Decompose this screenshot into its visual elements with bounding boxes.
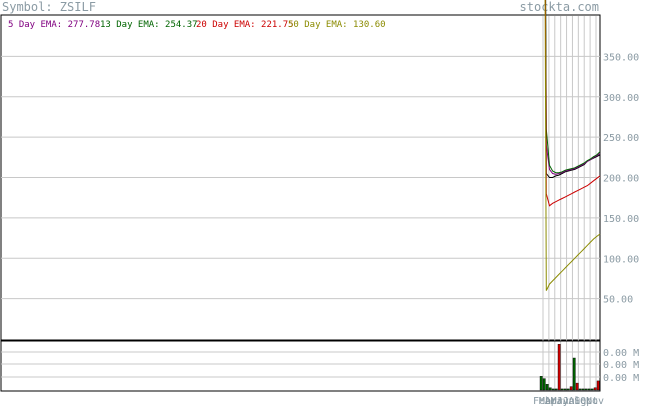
volume-bar — [557, 344, 561, 391]
x-tick-label: Sep — [574, 396, 592, 406]
price-tick-label: 300.00 — [603, 93, 639, 104]
volume-bar — [560, 388, 564, 391]
x-tick-label: Aug — [568, 396, 586, 406]
x-tick-label: Feb — [533, 396, 551, 406]
volume-bar — [587, 388, 591, 391]
volume-bars — [539, 344, 600, 391]
volume-bar — [578, 388, 582, 391]
volume-bar — [566, 388, 570, 391]
volume-bar — [551, 388, 555, 391]
series-line-50-day-ema — [544, 0, 601, 291]
price-grid — [1, 55, 600, 300]
volume-tick-label: 0.00 M — [603, 373, 639, 384]
volume-bar — [542, 378, 546, 391]
volume-bar — [584, 388, 588, 391]
x-tick-label: Jun — [557, 396, 575, 406]
volume-bar — [581, 388, 585, 391]
x-tick-label: Apr — [545, 396, 563, 406]
legend-ema-50: 50 Day EMA: 130.60 — [288, 20, 386, 30]
x-tick-label: Nov — [586, 396, 604, 406]
price-tick-label: 350.00 — [603, 52, 639, 63]
volume-bar — [575, 382, 579, 391]
x-tick-label: Mar — [539, 396, 557, 406]
symbol-title: Symbol: ZSILF — [2, 0, 96, 14]
volume-bar — [596, 380, 600, 391]
price-tick-label: 100.00 — [603, 254, 639, 265]
series-line-5-day-ema — [545, 0, 601, 175]
volume-bar — [569, 386, 573, 391]
volume-bar — [539, 376, 543, 391]
volume-tick-label: 0.00 M — [603, 348, 639, 359]
price-series — [544, 0, 601, 291]
volume-bar — [590, 388, 594, 391]
price-axis-ticks: 50.00 100.00 150.00 200.00 250.00 300.00 350.0… — [603, 52, 639, 305]
volume-bar — [554, 388, 558, 391]
price-tick-label: 200.00 — [603, 174, 639, 185]
price-tick-label: 250.00 — [603, 133, 639, 144]
price-tick-label: 150.00 — [603, 214, 639, 225]
legend-ema-20: 20 Day EMA: 221.75 — [196, 20, 294, 30]
volume-bar — [593, 387, 597, 391]
volume-bar — [545, 384, 549, 391]
volume-axis-ticks: 0.00 M0.00 M0.00 M — [603, 348, 639, 384]
x-tick-label: Oct — [580, 396, 598, 406]
volume-grid — [1, 351, 600, 378]
volume-bar — [548, 387, 552, 391]
volume-tick-label: 0.00 M — [603, 360, 639, 371]
series-line-13-day-ema — [545, 0, 601, 174]
brand-watermark[interactable]: stockta.com — [520, 0, 599, 14]
price-vertical-grid — [542, 16, 597, 391]
legend-ema-13: 13 Day EMA: 254.37 — [100, 20, 198, 30]
legend-ema-5: 5 Day EMA: 277.78 — [8, 20, 100, 30]
volume-bar — [563, 388, 567, 391]
volume-panel-frame — [0, 340, 601, 392]
x-tick-label: May — [551, 396, 569, 406]
price-tick-label: 50.00 — [603, 295, 633, 306]
volume-bar — [572, 357, 576, 391]
x-tick-label: Jul — [562, 396, 580, 406]
series-line-20-day-ema — [544, 0, 601, 207]
